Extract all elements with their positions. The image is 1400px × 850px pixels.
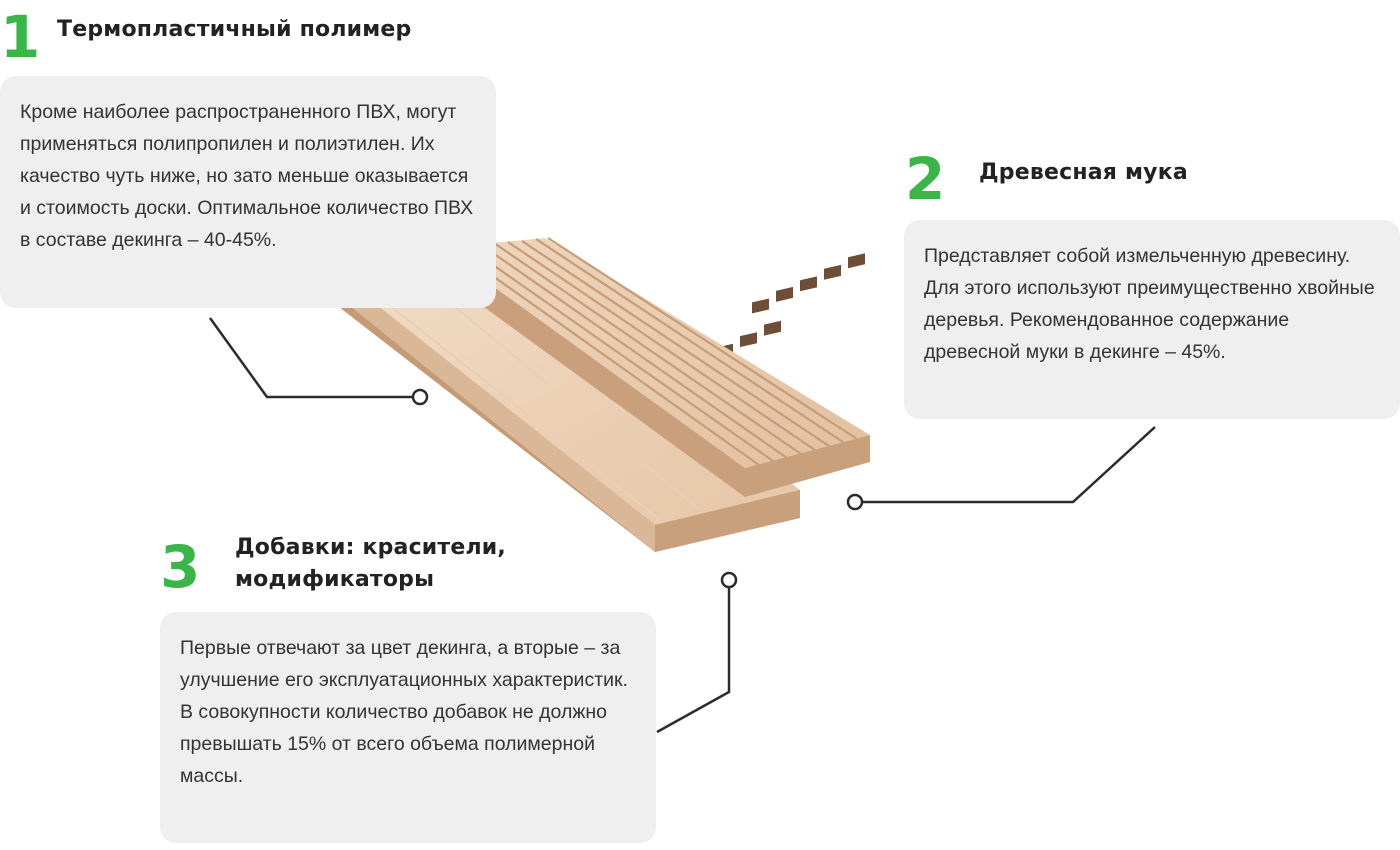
item-3-title-line-2: модификаторы — [235, 567, 435, 592]
item-3-title-line-1: Добавки: красители, — [235, 535, 506, 560]
item-2-number: 2 — [905, 145, 946, 213]
item-2-title: Древесная мука — [979, 160, 1188, 185]
connector-2-dot — [846, 493, 864, 511]
item-2-text: Представляет собой измельченную древесин… — [924, 245, 1375, 363]
upper-board — [440, 237, 870, 497]
item-1-card: Кроме наиболее распространенного ПВХ, мо… — [0, 76, 496, 308]
connector-2 — [862, 426, 1156, 504]
item-2-card: Представляет собой измельченную древесин… — [904, 220, 1400, 419]
item-1-number: 1 — [0, 3, 41, 71]
item-3-card: Первые отвечают за цвет декинга, а вторы… — [160, 612, 656, 843]
item-3-number: 3 — [160, 533, 201, 601]
connector-3-dot — [720, 571, 738, 589]
item-1-text: Кроме наиболее распространенного ПВХ, мо… — [20, 101, 474, 251]
item-1-title: Термопластичный полимер — [57, 17, 412, 42]
connector-1 — [208, 317, 413, 399]
board-grooves — [451, 237, 858, 466]
item-3-text: Первые отвечают за цвет декинга, а вторы… — [180, 637, 628, 787]
connector-3 — [656, 587, 731, 734]
connector-1-dot — [411, 388, 429, 406]
